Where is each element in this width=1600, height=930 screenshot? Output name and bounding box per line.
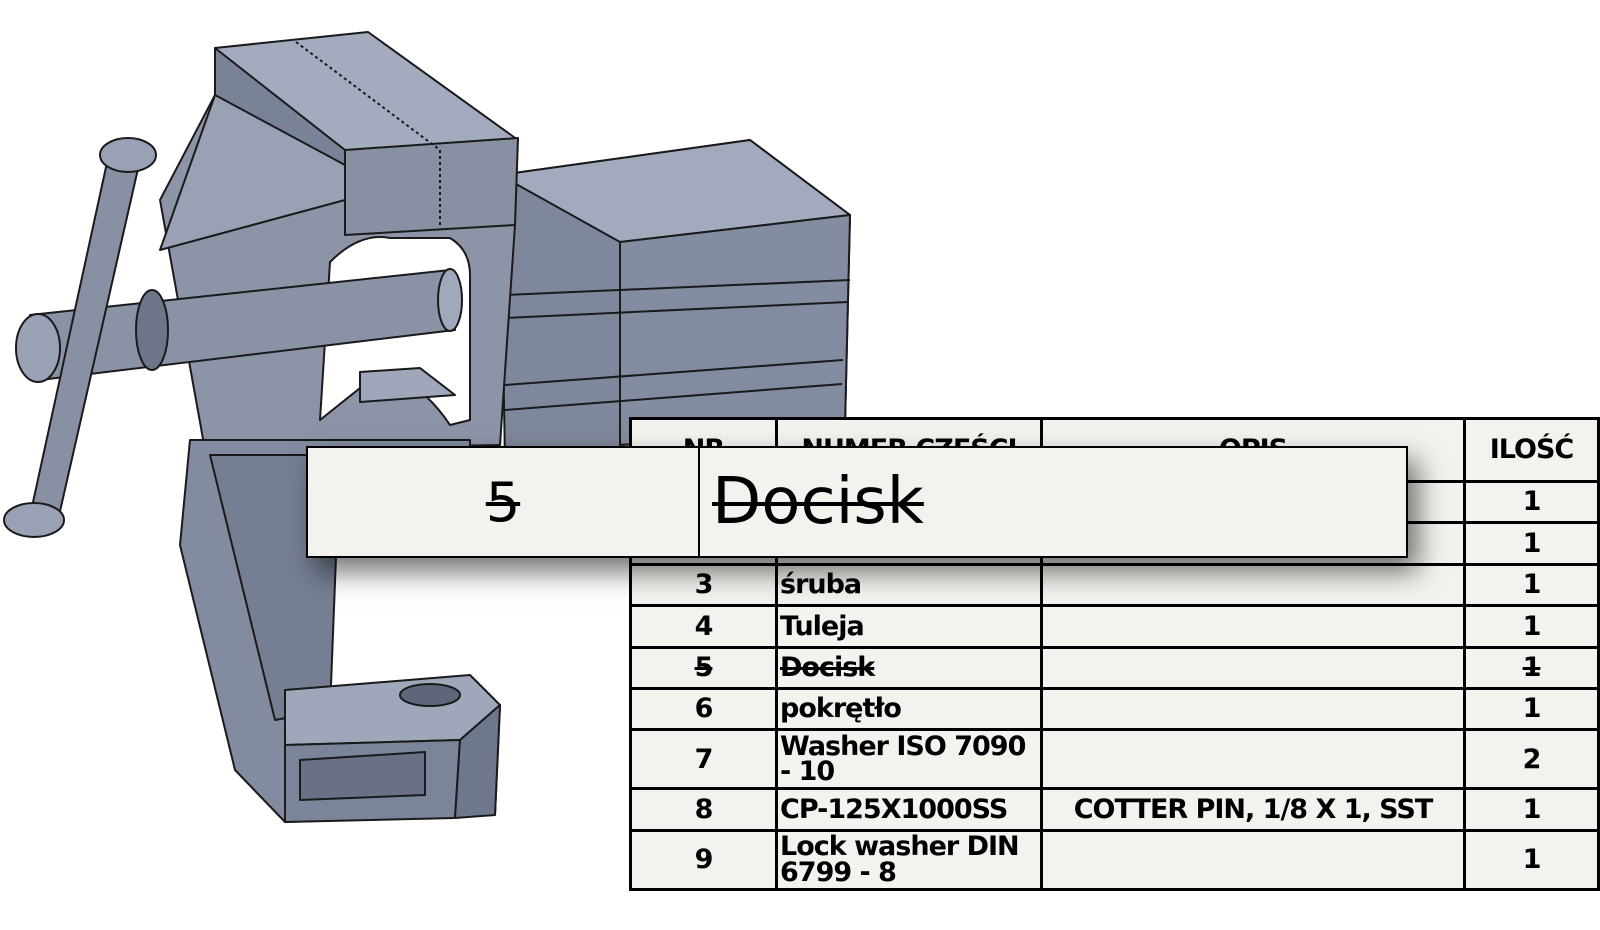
cell-quantity-text: 2 bbox=[1522, 743, 1542, 775]
cell-quantity[interactable]: 1 bbox=[1463, 479, 1600, 525]
tooltip-part-name: Docisk bbox=[700, 448, 1406, 556]
table-row[interactable]: 8 CP-125X1000SS COTTER PIN, 1/8 X 1, SST 1 bbox=[629, 787, 1600, 832]
cell-nr-text: 4 bbox=[694, 610, 714, 642]
cell-quantity-text: 1 bbox=[1522, 610, 1542, 642]
cell-quantity[interactable]: 1 bbox=[1463, 787, 1600, 832]
cell-quantity-text: 1 bbox=[1522, 693, 1542, 725]
cell-nr[interactable]: 8 bbox=[629, 787, 778, 832]
cell-nr[interactable]: 7 bbox=[629, 728, 778, 791]
cell-quantity-text: 1 bbox=[1522, 486, 1542, 518]
cell-part-number[interactable]: Tuleja bbox=[775, 604, 1043, 649]
cell-quantity-text: 1 bbox=[1522, 844, 1542, 876]
cell-quantity[interactable]: 1 bbox=[1463, 521, 1600, 566]
cell-part-number[interactable]: Docisk bbox=[775, 645, 1043, 691]
cell-part-number[interactable]: CP-125X1000SS bbox=[775, 787, 1043, 832]
cell-quantity-text: 1 bbox=[1522, 569, 1542, 601]
row-hover-tooltip: 5 Docisk bbox=[306, 446, 1408, 558]
cell-description[interactable] bbox=[1040, 645, 1466, 691]
cell-part-number-text: Docisk bbox=[780, 652, 875, 683]
cell-part-number-text: śruba bbox=[780, 569, 862, 601]
cell-part-number-text: Lock washer DIN 6799 - 8 bbox=[780, 831, 1020, 888]
cell-quantity[interactable]: 1 bbox=[1463, 562, 1600, 608]
cell-description[interactable] bbox=[1040, 562, 1466, 608]
cell-description[interactable] bbox=[1040, 828, 1466, 892]
table-row[interactable]: 4 Tuleja 1 bbox=[629, 604, 1600, 649]
header-quantity[interactable]: ILOŚĆ bbox=[1463, 417, 1600, 483]
tooltip-item-number: 5 bbox=[308, 448, 700, 556]
cell-nr-text: 9 bbox=[694, 844, 714, 876]
table-row[interactable]: 6 pokrętło 1 bbox=[629, 687, 1600, 732]
cell-nr-text: 3 bbox=[694, 569, 714, 601]
cell-description[interactable] bbox=[1040, 728, 1466, 791]
cell-description[interactable] bbox=[1040, 604, 1466, 649]
cell-part-number[interactable]: pokrętło bbox=[775, 687, 1043, 732]
tooltip-item-number-text: 5 bbox=[485, 470, 521, 534]
cell-nr[interactable]: 4 bbox=[629, 604, 778, 649]
cell-quantity[interactable]: 1 bbox=[1463, 828, 1600, 892]
table-row[interactable]: 9 Lock washer DIN 6799 - 8 1 bbox=[629, 828, 1600, 892]
cell-part-number[interactable]: Lock washer DIN 6799 - 8 bbox=[775, 828, 1043, 892]
cell-quantity[interactable]: 1 bbox=[1463, 645, 1600, 691]
cell-part-number[interactable]: śruba bbox=[775, 562, 1043, 608]
cell-nr-text: 5 bbox=[694, 652, 714, 683]
cell-part-number-text: CP-125X1000SS bbox=[780, 793, 1008, 825]
cell-part-number[interactable]: Washer ISO 7090 - 10 bbox=[775, 728, 1043, 791]
cell-quantity-text: 1 bbox=[1522, 793, 1542, 825]
cell-nr-text: 7 bbox=[694, 743, 714, 775]
cell-quantity-text: 1 bbox=[1522, 652, 1542, 683]
table-row[interactable]: 7 Washer ISO 7090 - 10 2 bbox=[629, 728, 1600, 791]
cell-quantity-text: 1 bbox=[1522, 527, 1542, 559]
table-row[interactable]: 5 Docisk 1 bbox=[629, 645, 1600, 691]
cell-part-number-text: pokrętło bbox=[780, 693, 902, 725]
cell-nr[interactable]: 5 bbox=[629, 645, 778, 691]
cell-nr-text: 8 bbox=[694, 793, 714, 825]
tooltip-part-name-text: Docisk bbox=[712, 465, 924, 539]
cell-description-text: COTTER PIN, 1/8 X 1, SST bbox=[1073, 793, 1434, 825]
cell-nr-text: 6 bbox=[694, 693, 714, 725]
cell-nr[interactable]: 3 bbox=[629, 562, 778, 608]
cell-part-number-text: Washer ISO 7090 - 10 bbox=[780, 730, 1026, 788]
table-row[interactable]: 3 śruba 1 bbox=[629, 562, 1600, 608]
cell-quantity[interactable]: 1 bbox=[1463, 604, 1600, 649]
cell-description[interactable]: COTTER PIN, 1/8 X 1, SST bbox=[1040, 787, 1466, 832]
cell-description[interactable] bbox=[1040, 687, 1466, 732]
cell-quantity[interactable]: 1 bbox=[1463, 687, 1600, 732]
cell-nr[interactable]: 6 bbox=[629, 687, 778, 732]
cell-quantity[interactable]: 2 bbox=[1463, 728, 1600, 791]
cell-nr[interactable]: 9 bbox=[629, 828, 778, 892]
cell-part-number-text: Tuleja bbox=[780, 610, 865, 642]
